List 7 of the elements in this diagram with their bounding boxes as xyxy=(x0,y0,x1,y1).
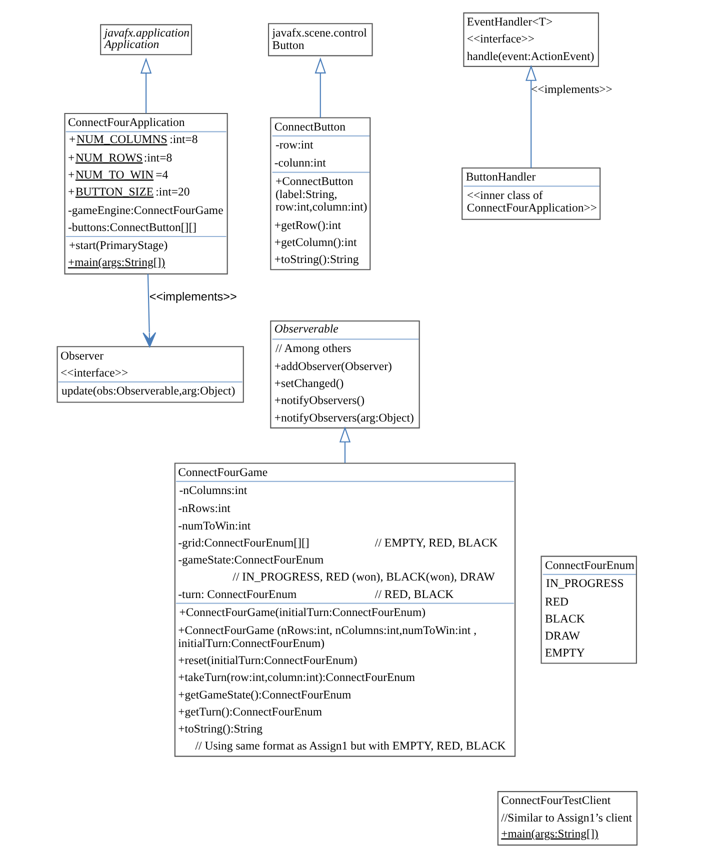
arrow xyxy=(524,64,536,168)
edge-label: <<implements>> xyxy=(148,290,236,304)
arrow xyxy=(142,274,156,348)
arrow xyxy=(140,58,152,114)
edge-label: <<implements>> xyxy=(530,82,612,96)
arrow xyxy=(338,426,350,463)
arrow xyxy=(314,57,326,118)
